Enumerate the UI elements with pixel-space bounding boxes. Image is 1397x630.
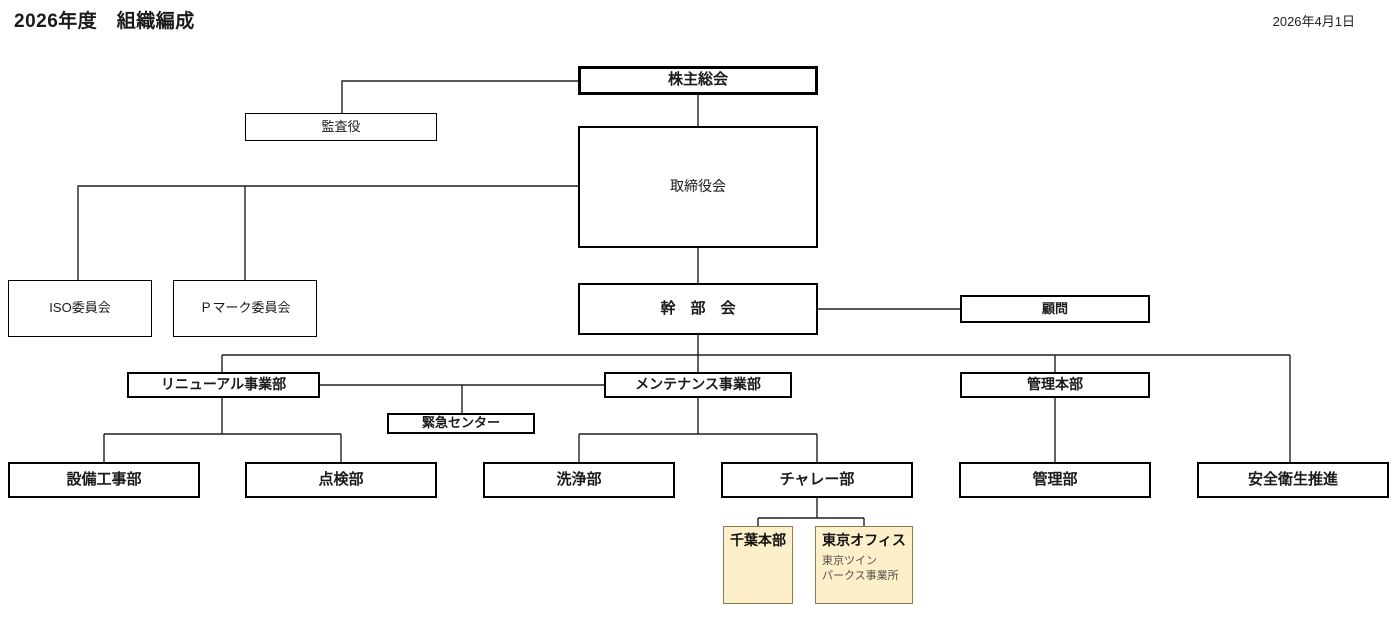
node-iso-committee[interactable]: ISO委員会 (8, 280, 152, 337)
node-pmark-committee[interactable]: Ｐマーク委員会 (173, 280, 317, 337)
node-board-of-directors[interactable]: 取締役会 (578, 126, 818, 248)
node-label: Ｐマーク委員会 (199, 300, 291, 316)
node-label: 管理本部 (1027, 376, 1083, 393)
node-label: チャレー部 (779, 470, 855, 488)
node-emergency-center[interactable]: 緊急センター (387, 413, 535, 434)
node-equipment-construction-dept[interactable]: 設備工事部 (8, 462, 200, 498)
node-label: 洗浄部 (556, 470, 602, 488)
node-maintenance-division[interactable]: メンテナンス事業部 (604, 372, 792, 398)
node-label: 東京オフィス (822, 532, 906, 548)
node-tokyo-office[interactable]: 東京オフィス 東京ツイン パークス事業所 (815, 526, 913, 604)
node-cleaning-dept[interactable]: 洗浄部 (483, 462, 675, 498)
node-label: リニューアル事業部 (160, 376, 287, 393)
node-label: 安全衛生推進 (1247, 470, 1338, 488)
node-label: 幹 部 会 (660, 299, 736, 317)
node-label: メンテナンス事業部 (635, 376, 761, 393)
node-label: 監査役 (321, 118, 361, 134)
node-chiba-headquarters[interactable]: 千葉本部 (723, 526, 793, 604)
page-date: 2026年4月1日 (1272, 14, 1355, 29)
page-title: 2026年度 組織編成 (14, 11, 195, 32)
node-label: ISO委員会 (49, 300, 111, 316)
node-label: 点検部 (318, 470, 364, 488)
node-executive-committee[interactable]: 幹 部 会 (578, 283, 818, 335)
node-shareholders-meeting[interactable]: 株主総会 (578, 66, 818, 95)
edge-board-to-iso (77, 185, 578, 280)
node-renewal-division[interactable]: リニューアル事業部 (127, 372, 320, 398)
node-admin-headquarters[interactable]: 管理本部 (960, 372, 1150, 398)
node-label: 設備工事部 (66, 470, 142, 488)
node-label: 顧問 (1041, 300, 1068, 316)
edge-shareholders-to-auditor (341, 80, 578, 113)
node-label: 千葉本部 (730, 532, 786, 548)
node-label: 株主総会 (667, 71, 728, 89)
node-chalet-dept[interactable]: チャレー部 (721, 462, 913, 498)
node-admin-dept[interactable]: 管理部 (959, 462, 1151, 498)
node-advisor[interactable]: 顧問 (960, 295, 1150, 323)
node-inspection-dept[interactable]: 点検部 (245, 462, 437, 498)
node-auditor[interactable]: 監査役 (245, 113, 437, 141)
node-label: 緊急センター (421, 415, 500, 431)
node-label: 取締役会 (670, 178, 726, 195)
node-sublabel: 東京ツイン パークス事業所 (822, 554, 899, 583)
node-label: 管理部 (1032, 470, 1078, 488)
node-safety-health-promotion[interactable]: 安全衛生推進 (1197, 462, 1389, 498)
